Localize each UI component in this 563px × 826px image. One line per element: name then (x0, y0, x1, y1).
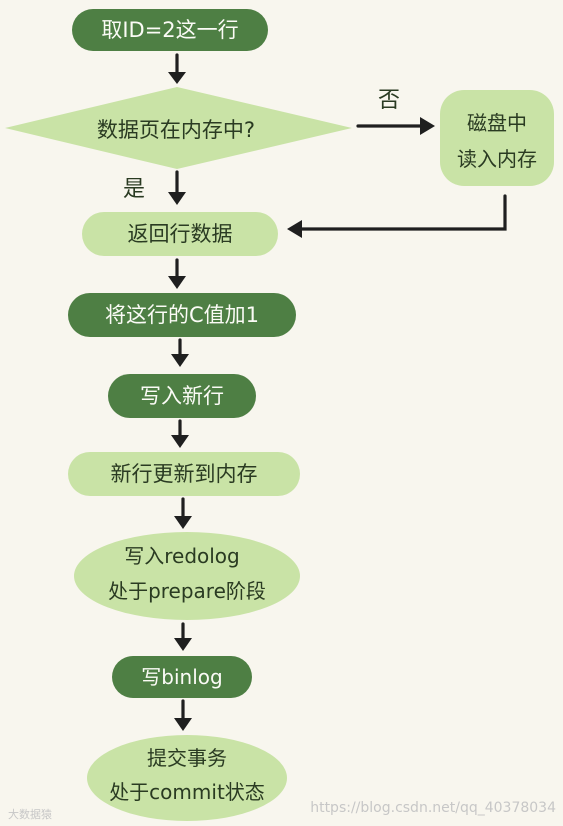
arrowhead (420, 117, 435, 135)
watermark-left: 大数据猿 (8, 807, 52, 821)
arrowhead (171, 354, 189, 367)
node-update-memory (68, 452, 300, 496)
node-add-one (68, 293, 296, 337)
node-return-row-label: 返回行数据 (128, 222, 233, 246)
node-commit-line2: 处于commit状态 (109, 780, 265, 804)
node-write-binlog-label: 写binlog (141, 665, 222, 689)
node-update-memory-label: 新行更新到内存 (111, 462, 258, 486)
node-return-row (82, 212, 278, 256)
node-disk-read (440, 90, 554, 186)
decision-in-memory (5, 87, 352, 169)
node-redolog-prepare-line1: 写入redolog (124, 544, 240, 568)
watermark-right: https://blog.csdn.net/qq_40378034 (310, 800, 556, 816)
node-add-one-label: 将这行的C值加1 (105, 303, 259, 327)
arrowhead (168, 192, 186, 205)
node-disk-read-line1: 磁盘中 (467, 111, 527, 135)
arrowhead (168, 72, 186, 84)
node-write-new-row-label: 写入新行 (140, 384, 224, 408)
node-redolog-prepare-line2: 处于prepare阶段 (108, 579, 266, 603)
node-commit (87, 735, 287, 821)
node-fetch-row-label: 取ID=2这一行 (101, 18, 238, 42)
node-commit-line1: 提交事务 (147, 746, 227, 770)
arrowhead (174, 516, 192, 529)
node-write-binlog (112, 656, 252, 698)
node-disk-read-line2: 读入内存 (457, 147, 537, 171)
edge-label-yes: 是 (123, 177, 145, 202)
arrowhead (174, 638, 192, 651)
arrowhead (171, 435, 189, 448)
node-fetch-row (72, 9, 268, 51)
arrowhead (287, 220, 302, 238)
arrowhead (174, 718, 192, 731)
arrowhead (168, 276, 186, 289)
arrow-disk-to-return (298, 194, 507, 231)
edge-label-no: 否 (378, 88, 400, 113)
decision-in-memory-label: 数据页在内存中? (97, 118, 255, 142)
node-write-new-row (108, 374, 256, 418)
node-redolog-prepare (74, 532, 300, 620)
